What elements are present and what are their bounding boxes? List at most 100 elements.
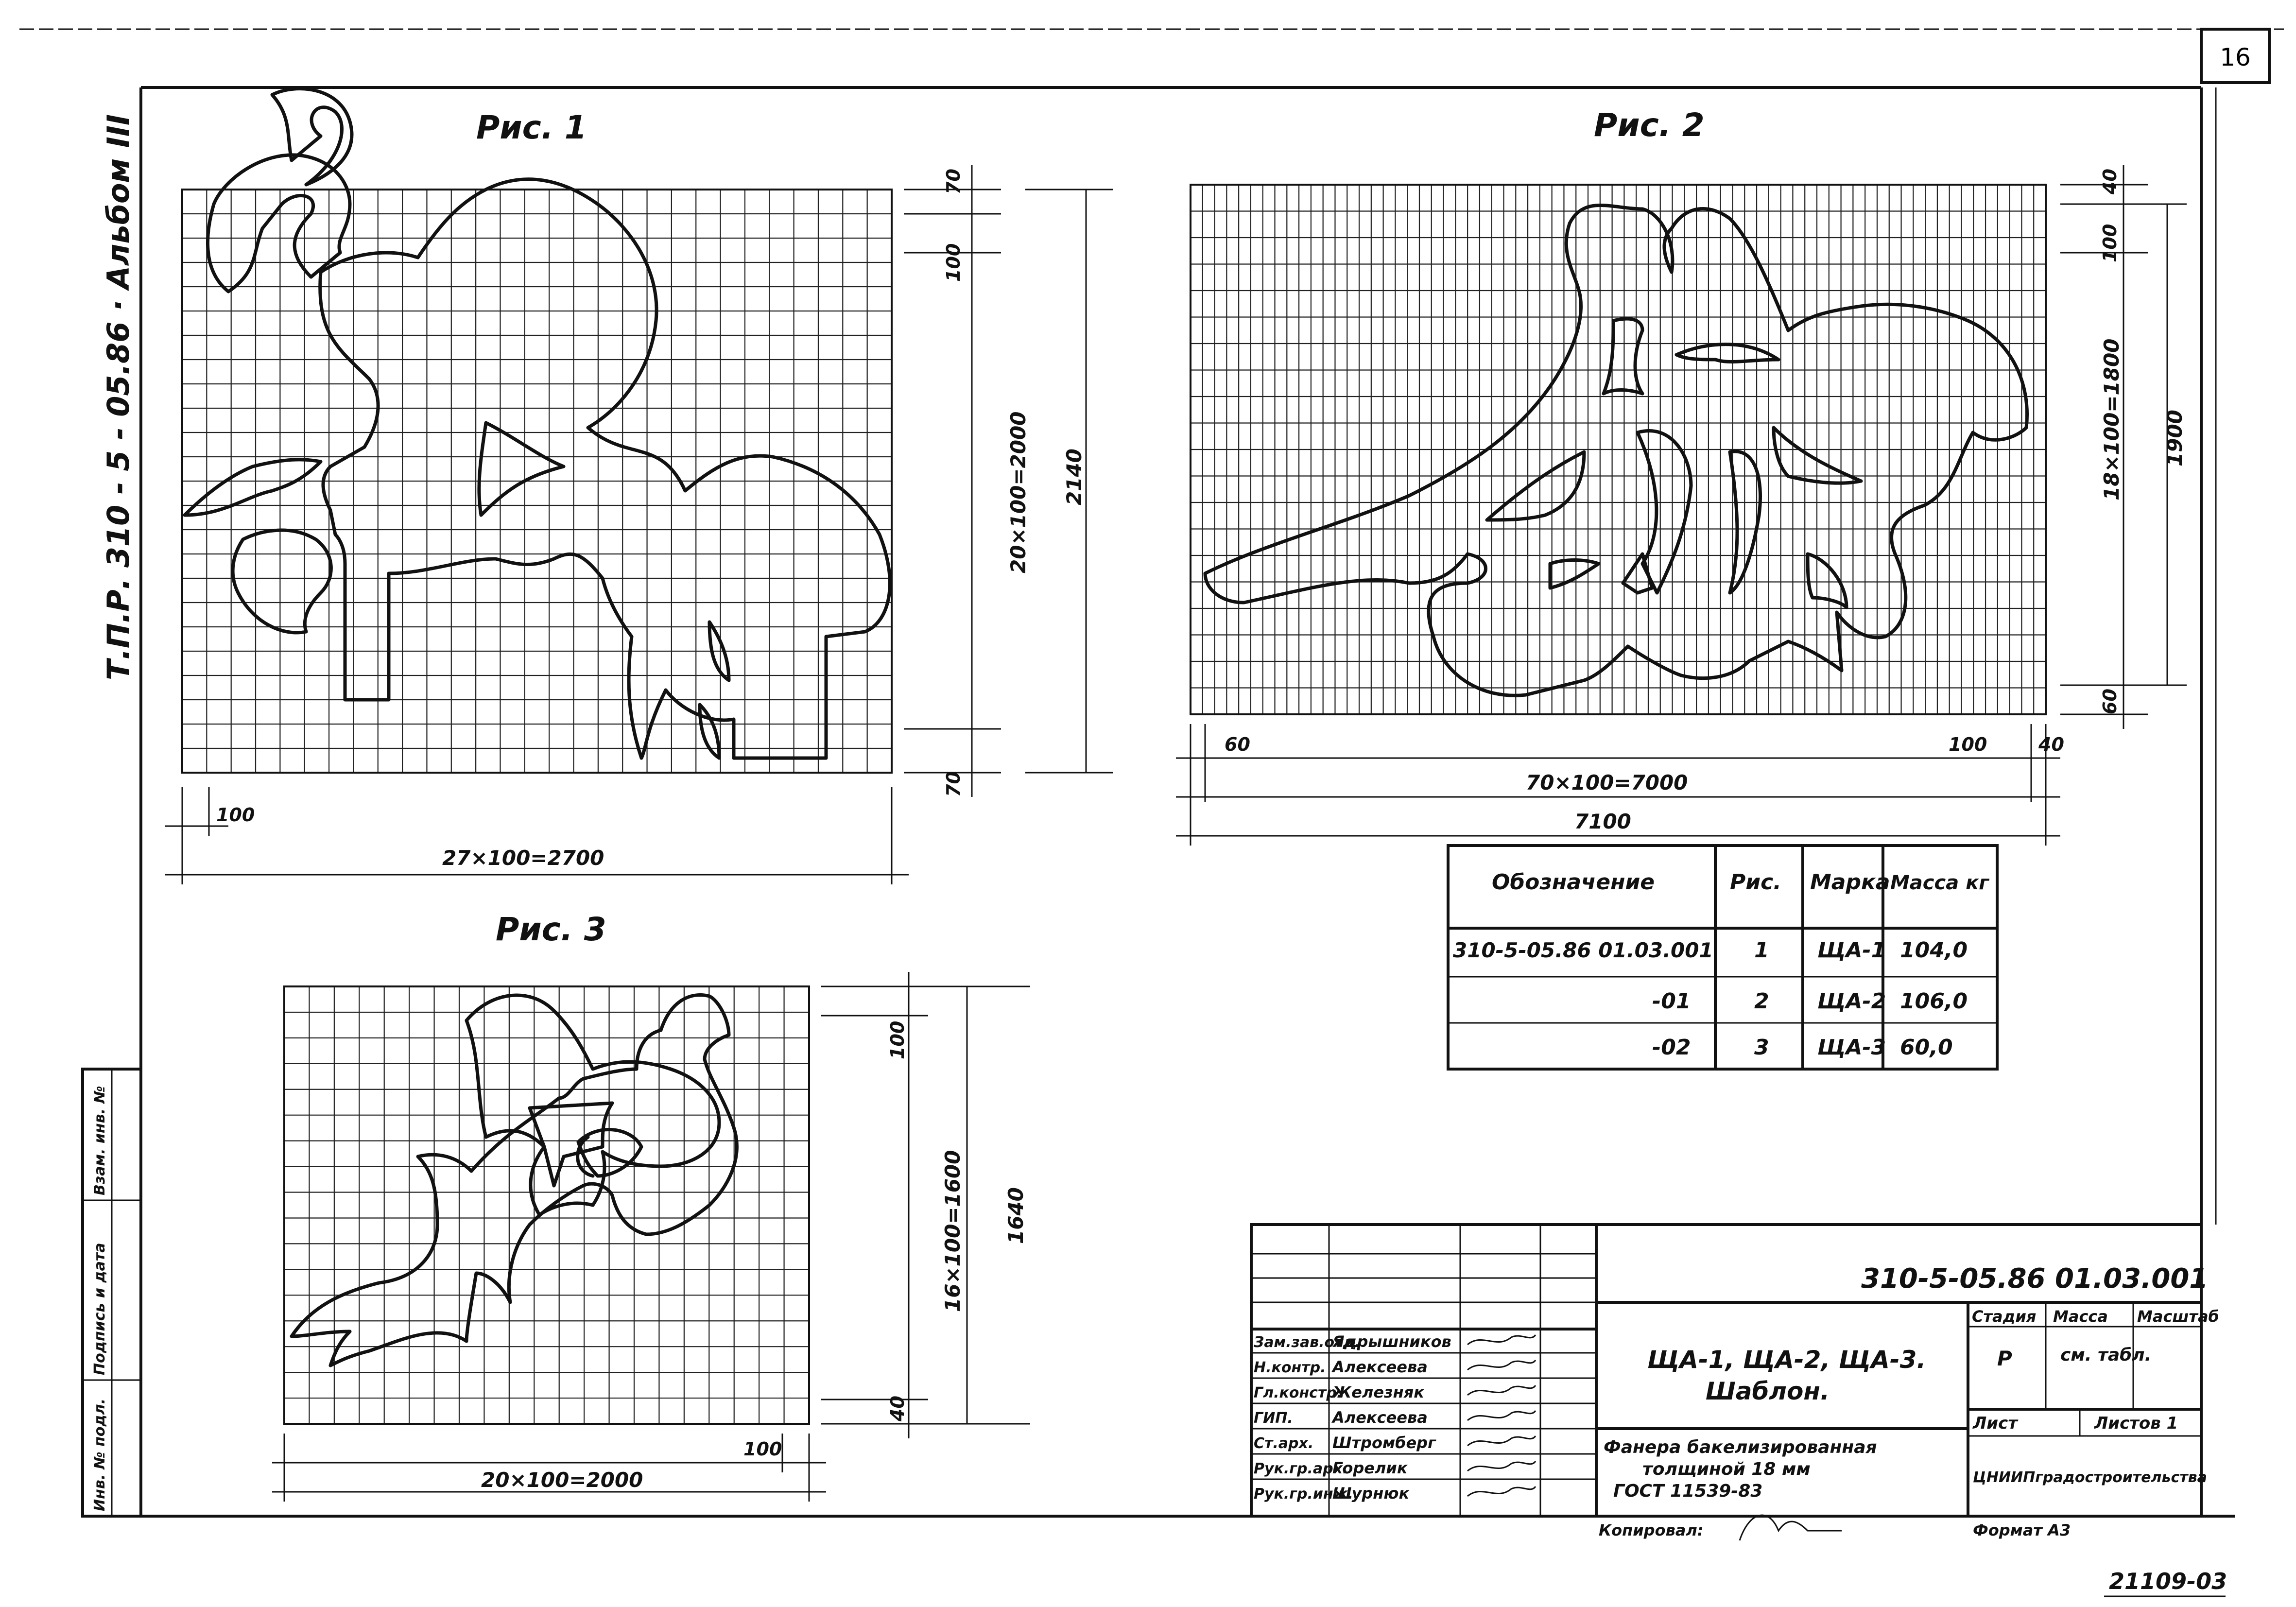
fig3-dim-width-grid: 20×100=2000 [481, 1468, 643, 1492]
sheet-number: 16 [2220, 43, 2251, 71]
title-line2: Шаблон. [1706, 1377, 1830, 1405]
fig2-dim-right-margin: 40 [2038, 734, 2064, 755]
fig1-ornament [183, 87, 892, 760]
spec-row3-designation: -02 [1652, 1035, 1691, 1060]
role-title: Рук.гр.арх. [1254, 1460, 1348, 1477]
spec-row1-mark: ЩА-1 [1817, 938, 1886, 963]
role-name: Шурнюк [1332, 1484, 1410, 1503]
bottom-number: 21109-03 [2109, 1568, 2227, 1594]
left-stamp: Инв. № подл. Подпись и дата Взам. инв. № [81, 1068, 142, 1518]
spec-row1-mass: 104,0 [1900, 938, 1968, 963]
fig1-title: Рис. 1 [476, 109, 587, 146]
fig1-dim-top-cell: 100 [943, 243, 964, 282]
title-mass-value: см. табл. [2060, 1345, 2151, 1365]
title-doc-code: 310-5-05.86 01.03.001 [1861, 1263, 2208, 1295]
title-roles: Зам.зав.отд.ЯдрышниковН.контр.АлексееваГ… [1251, 1332, 1596, 1503]
fig3-ornament [290, 993, 739, 1367]
role-title: Гл.констр. [1254, 1384, 1342, 1401]
title-stage-value: Р [1997, 1347, 2012, 1370]
spec-row3-mass: 60,0 [1900, 1035, 1953, 1060]
fig2-dim-top-margin: 40 [2099, 169, 2121, 195]
fig1-dim-left-cell: 100 [216, 804, 255, 826]
left-stamp-replace: Взам. инв. № [91, 1086, 108, 1195]
title-block [1250, 1223, 2203, 1518]
spec-row2-designation: -01 [1652, 989, 1691, 1014]
fig1-dim-width-grid: 27×100=2700 [442, 846, 604, 870]
spec-table [1447, 844, 1999, 1071]
title-material1: Фанера бакелизированная [1604, 1437, 1877, 1457]
title-scale-label: Масштаб [2137, 1307, 2219, 1326]
role-name: Алексеева [1331, 1408, 1428, 1427]
fig2-dim-right-cell: 100 [1949, 734, 1987, 755]
title-format-label: Формат А3 [1973, 1521, 2071, 1539]
role-name: Ядрышников [1332, 1332, 1451, 1351]
fig2-title: Рис. 2 [1594, 106, 1705, 144]
fig2-grid-border [1190, 184, 2047, 715]
fig3-dimensions [272, 972, 1030, 1502]
fig3-grid [284, 986, 809, 1424]
fig3-dim-bottom-margin: 40 [887, 1396, 908, 1422]
sheet-number-box [2200, 28, 2271, 84]
spec-row3-fig: 3 [1754, 1035, 1769, 1060]
fig2-dim-left-margin: 60 [1225, 734, 1250, 755]
role-title: Н.контр. [1254, 1359, 1326, 1376]
spec-row2-mark: ЩА-2 [1817, 989, 1886, 1014]
role-title: Зам.зав.отд. [1253, 1334, 1360, 1351]
role-title: Ст.арх. [1254, 1435, 1313, 1452]
fig3-dim-height-grid: 16×100=1600 [941, 1150, 965, 1312]
spec-header-fig: Рис. [1730, 870, 1781, 895]
spec-header-mass: Масса кг [1890, 872, 1989, 894]
fig1-grid-border [181, 189, 893, 774]
fig2-dimensions [1176, 165, 2187, 846]
role-name: Штромберг [1332, 1434, 1436, 1452]
title-line1: ЩА-1, ЩА-2, ЩА-3. [1647, 1346, 1926, 1374]
spec-row3-mark: ЩА-3 [1817, 1035, 1886, 1060]
fig2-grid [1191, 185, 2046, 714]
fig1-dimensions [165, 165, 1113, 884]
fig1-dim-top-margin: 70 [943, 169, 964, 194]
role-signature [1467, 1486, 1536, 1497]
role-signature [1467, 1359, 1536, 1371]
spec-row1-fig: 1 [1754, 938, 1769, 963]
title-organization: ЦНИИПградостроительства [1973, 1469, 2207, 1486]
spec-header-designation: Обозначение [1492, 870, 1655, 895]
role-signature [1467, 1334, 1536, 1346]
fig1-dim-bottom-margin: 70 [943, 771, 964, 797]
role-signature [1467, 1410, 1536, 1421]
role-signature [1467, 1435, 1536, 1447]
title-material2: толщиной 18 мм [1642, 1459, 1811, 1479]
role-title: ГИП. [1254, 1410, 1293, 1427]
title-material3: ГОСТ 11539-83 [1613, 1481, 1762, 1501]
title-stage-label: Стадия [1972, 1307, 2036, 1326]
fig2-dim-top-cell: 100 [2099, 224, 2121, 262]
copied-signature [1739, 1514, 1842, 1541]
fig1-dim-height-total: 2140 [1062, 449, 1086, 505]
fig2-dim-width-total: 7100 [1574, 810, 1631, 833]
fig2-dim-width-grid: 70×100=7000 [1526, 771, 1688, 795]
role-signature [1467, 1384, 1536, 1396]
fig3-dim-height-total: 1640 [1004, 1187, 1028, 1244]
side-designation: Т.П.Р. 310 - 5 - 05.86 · Альбом III [101, 114, 136, 680]
title-sheet-label: Лист [1972, 1414, 2019, 1433]
fig2-dim-bottom-margin: 60 [2099, 689, 2121, 714]
fig2-dim-height-total: 1900 [2163, 410, 2187, 467]
role-name: Алексеева [1331, 1358, 1428, 1376]
role-name: Железняк [1331, 1383, 1425, 1401]
title-sheets-label: Листов 1 [2094, 1414, 2178, 1433]
role-title: Рук.гр.инж. [1254, 1486, 1353, 1503]
role-signature [1467, 1460, 1536, 1472]
spec-row2-mass: 106,0 [1900, 989, 1968, 1014]
fig1-dim-height-grid: 20×100=2000 [1006, 412, 1030, 573]
spec-row2-fig: 2 [1754, 989, 1769, 1014]
fig3-dim-top-cell: 100 [887, 1021, 908, 1059]
title-copied-label: Копировал: [1599, 1521, 1704, 1539]
role-name: Горелик [1332, 1459, 1408, 1477]
fig3-grid-border [283, 985, 810, 1425]
fig2-ornament [1203, 204, 2029, 697]
fig2-dim-height-grid: 18×100=1800 [2100, 339, 2123, 501]
fig3-title: Рис. 3 [496, 911, 606, 948]
fig3-dim-right-cell: 100 [743, 1438, 782, 1460]
left-stamp-inv: Инв. № подл. [91, 1399, 108, 1511]
fig1-grid [182, 190, 892, 773]
